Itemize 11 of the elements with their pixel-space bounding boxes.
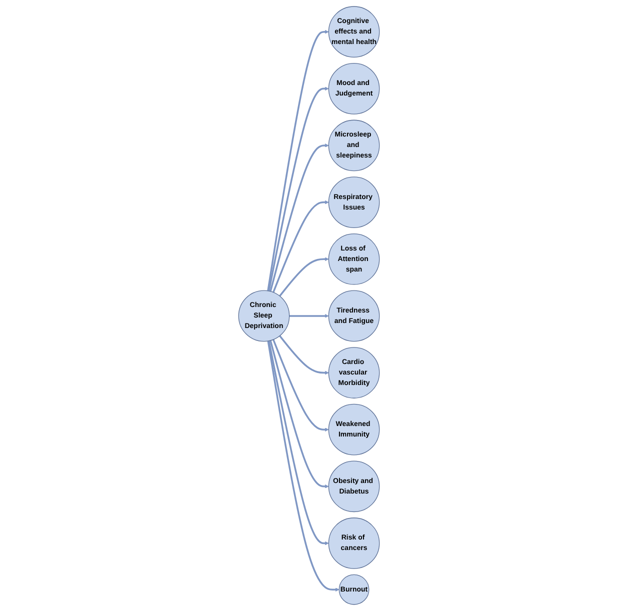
arrow [268,86,329,292]
arrow [272,339,329,432]
arrow [289,314,329,318]
arrow [279,257,329,297]
arrow [270,144,329,292]
arrow [267,340,340,592]
arrow [267,30,329,292]
arrow [272,200,329,293]
arrow [270,340,329,488]
arrow [279,335,329,375]
arrow [268,340,329,546]
